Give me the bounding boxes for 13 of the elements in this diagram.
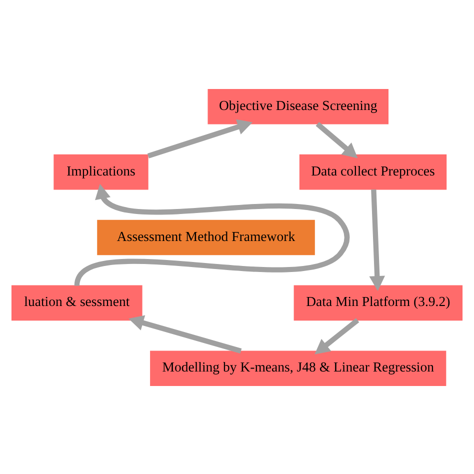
arrow <box>74 183 350 286</box>
node-box: Modelling by K-means, J48 & Linear Regression <box>150 350 446 386</box>
node-box: Data Min Platform (3.9.2) <box>294 284 463 320</box>
node-box: Implications <box>54 154 148 190</box>
node-box: Objective Disease Screening <box>208 88 388 124</box>
arrow <box>128 314 242 353</box>
node-box: Data collect Preproces <box>299 154 447 190</box>
arrow <box>147 118 253 158</box>
arrow <box>316 121 358 158</box>
arrow <box>314 318 360 354</box>
arrow <box>369 188 386 291</box>
node-box: luation & sessment <box>11 284 142 320</box>
node-box: Assessment Method Framework <box>97 219 315 255</box>
